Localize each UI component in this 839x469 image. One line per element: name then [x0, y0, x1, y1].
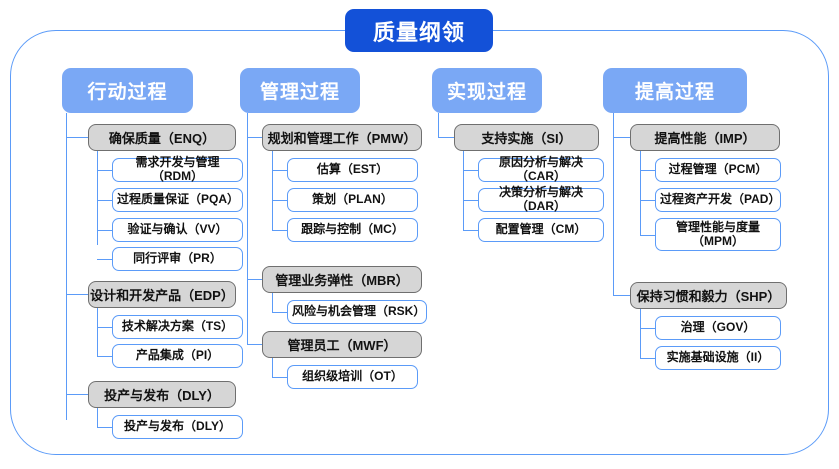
- leaf-box-gov[interactable]: 治理（GOV）: [655, 316, 781, 340]
- connector-leaf-col2-g3-i1: [272, 377, 287, 379]
- group-box-mbr[interactable]: 管理业务弹性（MBR）: [262, 266, 422, 293]
- connector-branch-col2-g3: [272, 358, 274, 378]
- connector-stub-col4-g2: [613, 295, 630, 297]
- leaf-box-pr[interactable]: 同行评审（PR）: [112, 247, 243, 271]
- connector-trunk-col1: [66, 113, 68, 420]
- leaf-box-mc[interactable]: 跟踪与控制（MC）: [287, 218, 418, 242]
- column-header-improvement[interactable]: 提高过程: [603, 68, 747, 113]
- connector-branch-col3-g1: [463, 151, 465, 230]
- connector-stub-col3-g1: [438, 137, 454, 139]
- leaf-box-mpm[interactable]: 管理性能与度量 （MPM）: [655, 218, 781, 251]
- connector-leaf-col2-g1-i2: [272, 200, 287, 202]
- connector-leaf-col4-g2-i1: [640, 328, 655, 330]
- leaf-box-pqa[interactable]: 过程质量保证（PQA）: [112, 188, 243, 212]
- connector-stub-col1-g3: [66, 394, 88, 396]
- connector-trunk-col3: [438, 113, 440, 138]
- connector-trunk-col4: [613, 113, 615, 296]
- connector-leaf-col1-g3-i1: [97, 427, 112, 429]
- group-box-enq[interactable]: 确保质量（ENQ）: [88, 124, 236, 151]
- connector-leaf-col1-g2-i2: [97, 356, 112, 358]
- leaf-box-est[interactable]: 估算（EST）: [287, 158, 418, 182]
- group-box-pmw[interactable]: 规划和管理工作（PMW）: [262, 124, 422, 151]
- connector-leaf-col3-g1-i3: [463, 230, 478, 232]
- connector-leaf-col2-g1-i1: [272, 170, 287, 172]
- connector-leaf-col4-g2-i2: [640, 358, 655, 360]
- connector-leaf-col1-g1-i2: [97, 200, 112, 202]
- connector-leaf-col1-g1-i1: [97, 170, 112, 172]
- column-header-management[interactable]: 管理过程: [240, 68, 360, 113]
- leaf-box-car[interactable]: 原因分析与解决（CAR）: [478, 155, 604, 183]
- group-box-si[interactable]: 支持实施（SI）: [454, 124, 599, 151]
- leaf-box-pcm[interactable]: 过程管理（PCM）: [655, 158, 781, 182]
- connector-stub-col1-g2: [66, 294, 88, 296]
- connector-leaf-col4-g1-i3: [640, 235, 655, 237]
- leaf-box-ii[interactable]: 实施基础设施（II）: [655, 346, 781, 370]
- leaf-box-plan[interactable]: 策划（PLAN）: [287, 188, 418, 212]
- connector-leaf-col3-g1-i1: [463, 170, 478, 172]
- leaf-box-rdm[interactable]: 需求开发与管理（RDM）: [112, 155, 243, 183]
- connector-leaf-col1-g2-i1: [97, 327, 112, 329]
- connector-branch-col2-g2: [272, 293, 274, 313]
- connector-stub-col2-g3: [247, 344, 262, 346]
- connector-leaf-col4-g1-i2: [640, 200, 655, 202]
- connector-leaf-col1-g1-i4: [97, 259, 112, 261]
- leaf-box-vv[interactable]: 验证与确认（VV）: [112, 218, 243, 242]
- leaf-box-dar[interactable]: 决策分析与解决（DAR）: [478, 185, 604, 213]
- leaf-box-rsk[interactable]: 风险与机会管理（RSK）: [287, 300, 427, 324]
- diagram-title: 质量纲领: [345, 9, 493, 52]
- leaf-box-ts[interactable]: 技术解决方案（TS）: [112, 315, 243, 339]
- connector-stub-col1-g1: [66, 137, 88, 139]
- group-box-imp[interactable]: 提高性能（IMP）: [630, 124, 780, 151]
- connector-stub-col2-g2: [247, 279, 262, 281]
- column-header-realization[interactable]: 实现过程: [432, 68, 542, 113]
- leaf-box-dly[interactable]: 投产与发布（DLY）: [112, 415, 243, 439]
- connector-stub-col2-g1: [247, 137, 262, 139]
- group-box-shp[interactable]: 保持习惯和毅力（SHP）: [630, 282, 787, 309]
- connector-branch-col4-g2: [640, 309, 642, 358]
- connector-leaf-col2-g1-i3: [272, 230, 287, 232]
- leaf-box-cm[interactable]: 配置管理（CM）: [478, 218, 604, 242]
- connector-leaf-col2-g2-i1: [272, 312, 287, 314]
- leaf-box-pad[interactable]: 过程资产开发（PAD）: [655, 188, 781, 212]
- column-header-action[interactable]: 行动过程: [62, 68, 193, 113]
- leaf-box-pi[interactable]: 产品集成（PI）: [112, 344, 243, 368]
- connector-branch-col2-g1: [272, 151, 274, 230]
- connector-leaf-col3-g1-i2: [463, 200, 478, 202]
- leaf-box-ot[interactable]: 组织级培训（OT）: [287, 365, 418, 389]
- connector-leaf-col4-g1-i1: [640, 170, 655, 172]
- group-box-dly[interactable]: 投产与发布（DLY）: [88, 381, 236, 408]
- connector-leaf-col1-g1-i3: [97, 230, 112, 232]
- connector-branch-col1-g2: [97, 308, 99, 357]
- group-box-mwf[interactable]: 管理员工（MWF）: [262, 331, 422, 358]
- connector-branch-col1-g1: [97, 151, 99, 245]
- connector-branch-col1-g3: [97, 408, 99, 428]
- group-box-edp[interactable]: 设计和开发产品（EDP）: [88, 281, 236, 308]
- connector-stub-col4-g1: [613, 137, 630, 139]
- connector-trunk-col2: [247, 113, 249, 345]
- connector-branch-col4-g1: [640, 151, 642, 236]
